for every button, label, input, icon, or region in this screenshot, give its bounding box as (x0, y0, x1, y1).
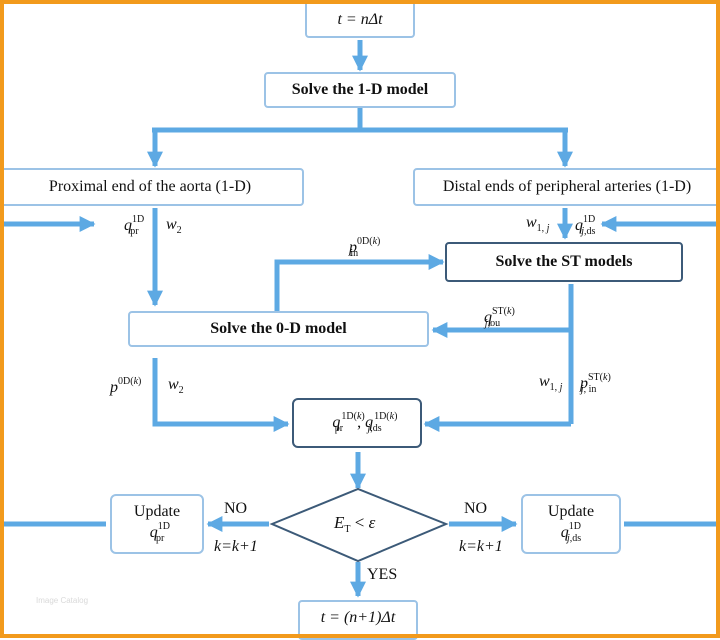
solve-1d-model-label: Solve the 1-D model (291, 80, 429, 98)
solve-1d-model-box: Solve the 1-D model (264, 72, 456, 108)
label-w1j-bottom: w1, j (539, 373, 563, 393)
solve-0d-model-label: Solve the 0-D model (210, 319, 347, 337)
label-q-pr-1d: q1Dpr (124, 214, 145, 237)
solve-0d-model-box: Solve the 0-D model (128, 311, 429, 347)
update-left-box: Update q1Dpr (110, 494, 204, 554)
label-k-increment-right: k=k+1 (459, 538, 503, 555)
proximal-aorta-box: Proximal end of the aorta (1-D) (0, 168, 304, 206)
time-step-box: t = nΔt (305, 0, 415, 38)
update-right-label: Update (547, 503, 595, 521)
label-w1j-top: w1, j (526, 214, 550, 234)
flow-results-box: q1D(k)pr, q1D(k)j,ds (292, 398, 422, 448)
update-left-variable: q1Dpr (149, 521, 170, 545)
distal-arteries-box: Distal ends of peripheral arteries (1-D) (413, 168, 720, 206)
label-p-in-0d: p0D(k)in (349, 236, 381, 259)
solve-st-models-box: Solve the ST models (445, 242, 683, 282)
decision-diamond (269, 487, 449, 563)
next-time-step-text: t = (n+1)Δt (320, 608, 396, 626)
watermark: Image Catalog (36, 596, 89, 605)
proximal-aorta-label: Proximal end of the aorta (1-D) (48, 177, 252, 195)
label-q-jds-1d: q1Dj,ds (575, 214, 596, 237)
decision-condition: ET < ε (334, 513, 376, 535)
next-time-step-box: t = (n+1)Δt (298, 600, 418, 640)
update-right-variable: q1Dj,ds (560, 521, 582, 545)
arrow-0d-to-compare (152, 358, 290, 433)
label-k-increment-left: k=k+1 (214, 538, 258, 555)
label-q-jou-st: qST(k)j,ou (484, 306, 515, 329)
label-w2-top: w2 (166, 216, 182, 236)
label-yes: YES (367, 566, 398, 583)
time-step-text: t = nΔt (337, 10, 383, 28)
flow-results-formula: q1D(k)pr, q1D(k)j,ds (332, 411, 398, 435)
label-p-0d: p0D(k) (110, 376, 142, 396)
label-no-left: NO (224, 500, 248, 517)
distal-arteries-label: Distal ends of peripheral arteries (1-D) (442, 177, 692, 195)
update-right-box: Update q1Dj,ds (521, 494, 621, 554)
arrow-0d-to-st (274, 253, 445, 311)
label-w2-bottom: w2 (168, 376, 184, 396)
update-left-label: Update (133, 503, 181, 521)
label-no-right: NO (464, 500, 488, 517)
solve-st-models-label: Solve the ST models (495, 252, 633, 270)
label-p-jin-st: pST(k)j, in (580, 372, 611, 395)
